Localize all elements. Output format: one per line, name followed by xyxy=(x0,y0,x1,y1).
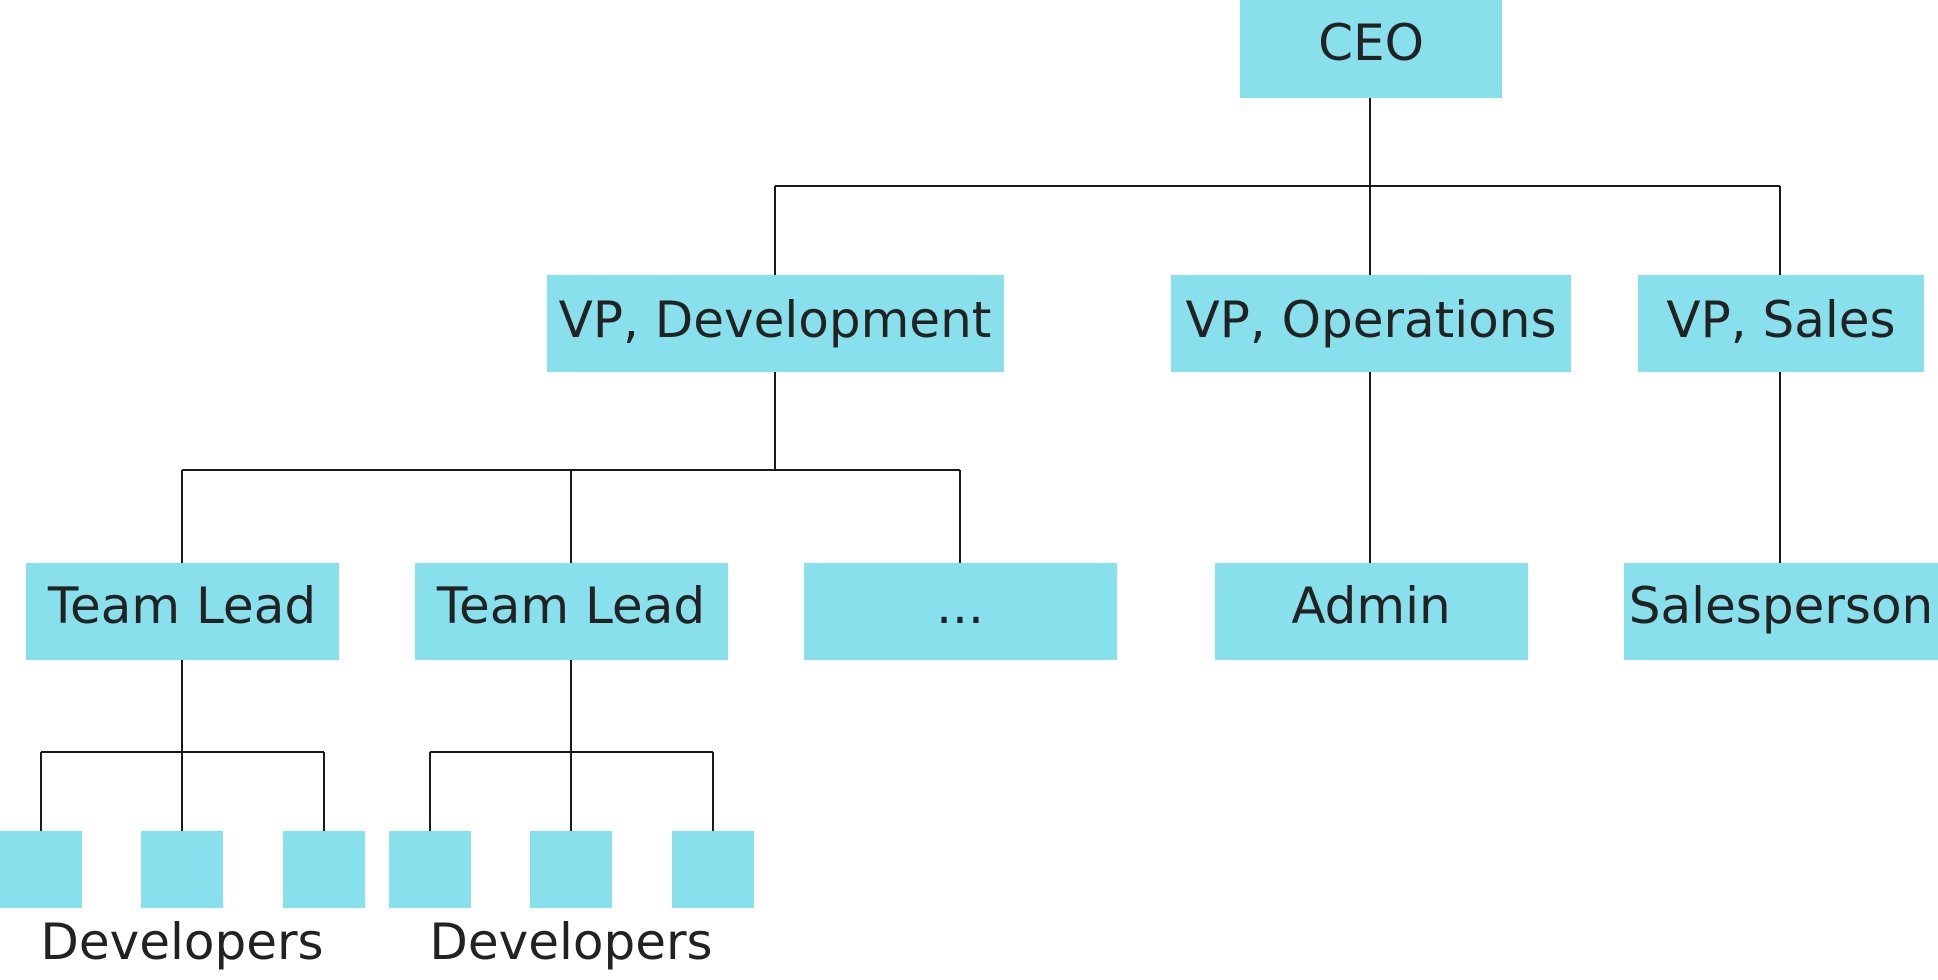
developer-group-1: Developers xyxy=(0,831,365,971)
node-admin-label: Admin xyxy=(1291,577,1450,635)
node-team-lead-2-box xyxy=(415,563,728,660)
node-team-lead-2: Team Lead xyxy=(415,563,728,660)
connector-teamlead2-developers xyxy=(429,660,714,831)
node-salesperson: Salesperson xyxy=(1624,563,1938,660)
node-vp-sales-box xyxy=(1638,275,1924,372)
node-placeholder-label: ... xyxy=(936,577,984,635)
node-team-lead-1-label: Team Lead xyxy=(47,577,316,635)
node-vp-operations-label: VP, Operations xyxy=(1185,291,1556,349)
node-vp-operations-box xyxy=(1171,275,1571,372)
developer-box xyxy=(141,831,223,908)
developer-box xyxy=(530,831,612,908)
node-ceo-box xyxy=(1240,0,1502,98)
connector-vpdev-teamleads xyxy=(181,372,961,563)
node-team-lead-1: Team Lead xyxy=(26,563,339,660)
node-vp-sales: VP, Sales xyxy=(1638,275,1924,372)
developer-box xyxy=(389,831,471,908)
connectors xyxy=(40,98,1781,831)
developers-caption-1: Developers xyxy=(40,913,323,971)
node-team-lead-2-label: Team Lead xyxy=(436,577,705,635)
connector-ceo-vps xyxy=(774,98,1781,275)
developers-caption-2: Developers xyxy=(429,913,712,971)
node-salesperson-label: Salesperson xyxy=(1629,577,1933,635)
node-admin-box xyxy=(1215,563,1528,660)
node-vp-operations: VP, Operations xyxy=(1171,275,1571,372)
node-ceo-label: CEO xyxy=(1318,14,1424,72)
node-vp-development-box xyxy=(547,275,1004,372)
node-ceo: CEO xyxy=(1240,0,1502,98)
developer-group-2: Developers xyxy=(389,831,754,971)
node-team-lead-1-box xyxy=(26,563,339,660)
node-placeholder-box xyxy=(804,563,1117,660)
node-vp-sales-label: VP, Sales xyxy=(1666,291,1895,349)
developer-box xyxy=(672,831,754,908)
node-salesperson-box xyxy=(1624,563,1938,660)
developer-box xyxy=(283,831,365,908)
node-vp-development: VP, Development xyxy=(547,275,1004,372)
node-vp-development-label: VP, Development xyxy=(559,291,992,349)
node-placeholder: ... xyxy=(804,563,1117,660)
connector-teamlead1-developers xyxy=(40,660,325,831)
node-admin: Admin xyxy=(1215,563,1528,660)
developer-box xyxy=(0,831,82,908)
